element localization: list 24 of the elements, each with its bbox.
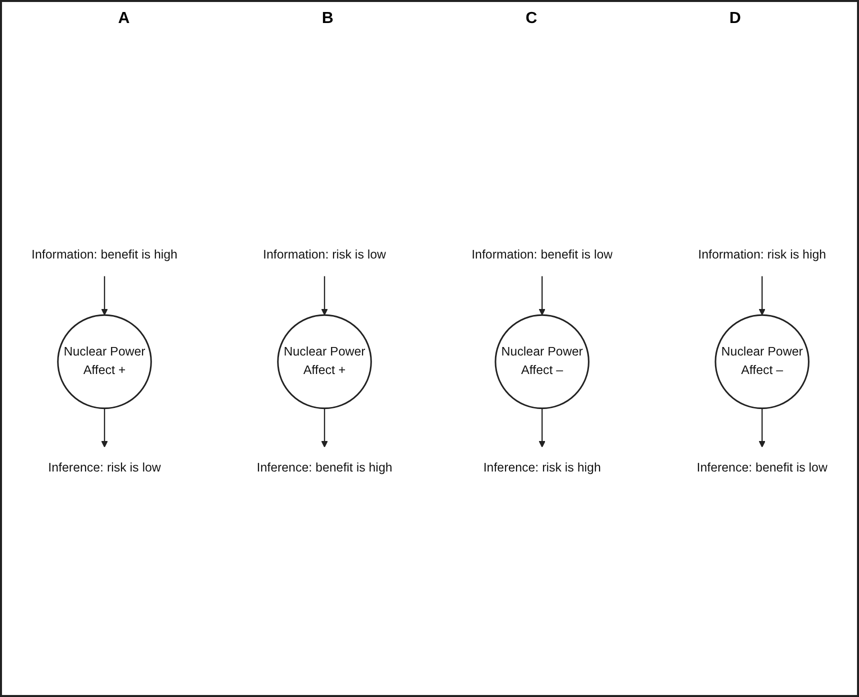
arrow	[538, 408, 546, 448]
node-text: Information: risk is high	[698, 248, 826, 262]
node-text: Information: benefit is high	[32, 248, 178, 262]
arrow	[321, 276, 328, 316]
arrow	[758, 408, 766, 448]
panel-letter: A	[118, 10, 130, 28]
node-text: Inference: benefit is low	[696, 460, 828, 474]
panel-letter: C	[526, 10, 538, 28]
node-text: Information: benefit is low	[472, 248, 613, 262]
node-text: Inference: benefit is high	[256, 460, 392, 474]
panel-letter: B	[322, 10, 334, 28]
node-circle: Nuclear Power Affect +	[57, 314, 152, 409]
node-text: Inference: risk is low	[48, 460, 161, 474]
arrow	[101, 276, 108, 316]
arrow	[758, 276, 766, 316]
arrow	[321, 408, 328, 448]
arrow	[101, 408, 108, 448]
node-circle: Nuclear Power Affect +	[277, 314, 372, 409]
panel-letter: D	[729, 10, 741, 28]
arrow	[538, 276, 546, 316]
node-text: Inference: risk is high	[483, 460, 601, 474]
node-circle: Nuclear Power Affect –	[714, 314, 810, 409]
node-circle: Nuclear Power Affect –	[494, 314, 590, 409]
node-text: Information: risk is low	[262, 248, 386, 262]
